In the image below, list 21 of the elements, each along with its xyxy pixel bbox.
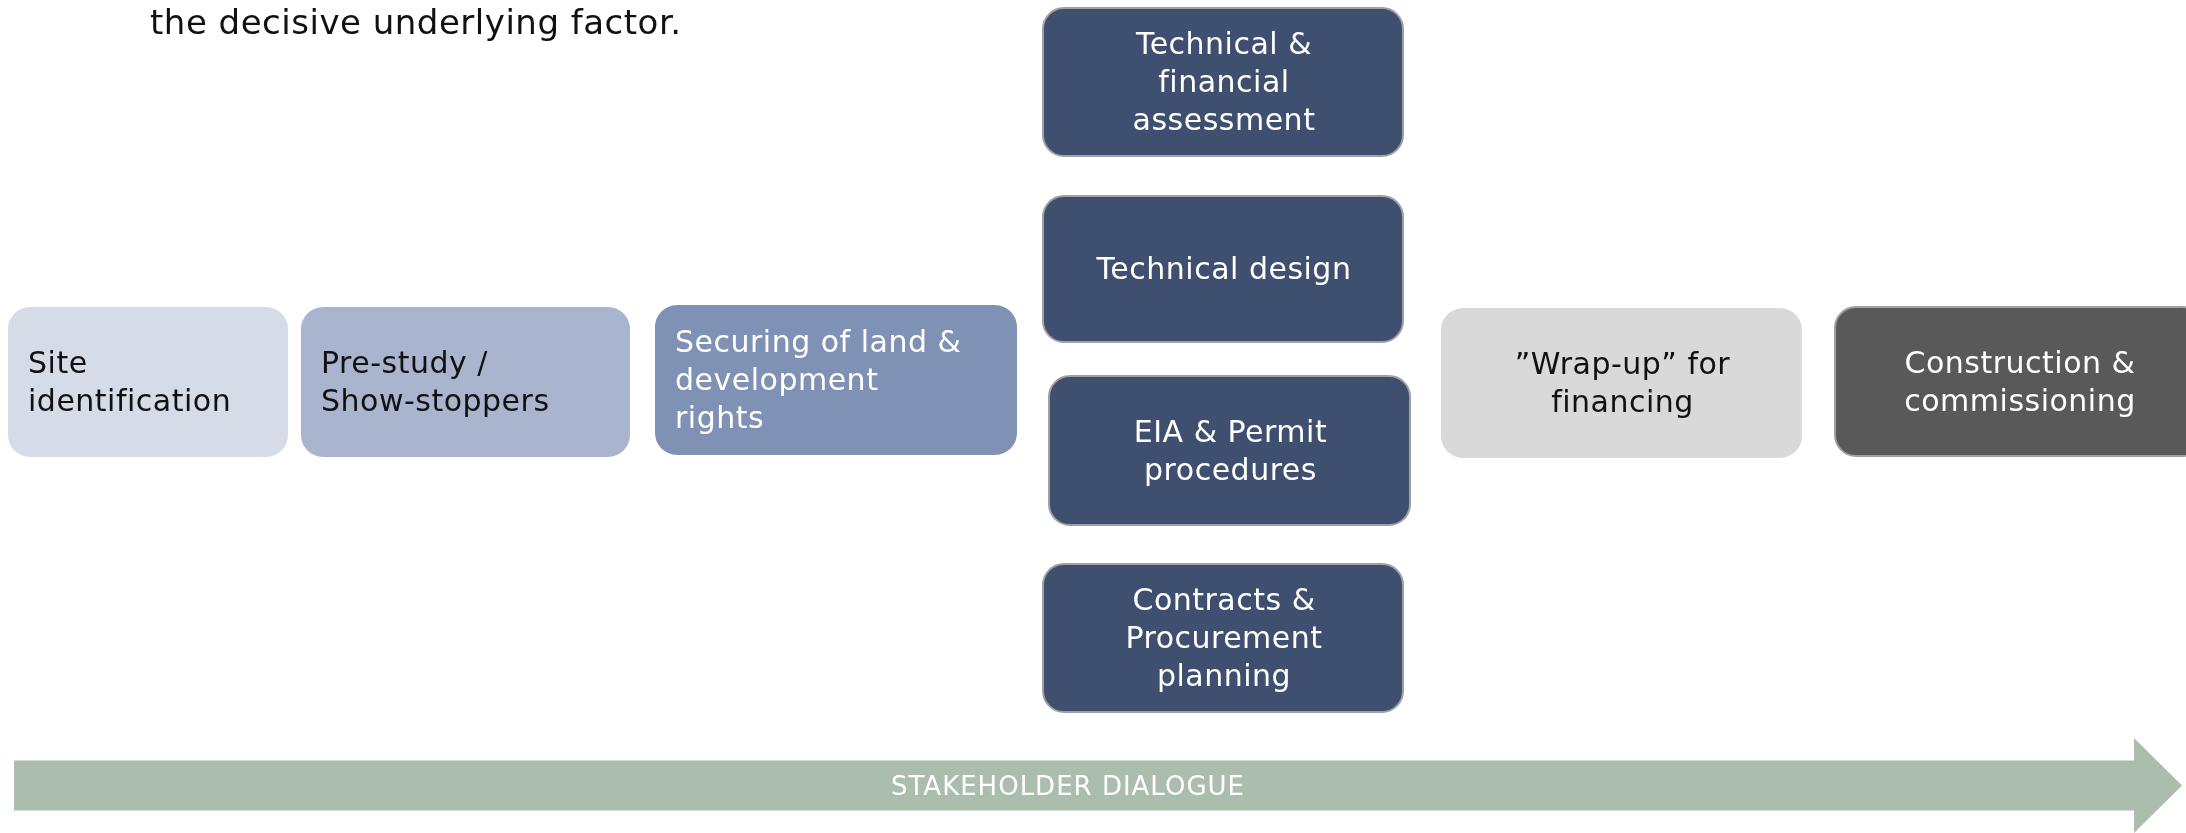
process-box	[1042, 563, 1404, 713]
process-box	[1834, 306, 2186, 457]
note-text: the decisive underlying factor.	[150, 2, 682, 42]
box-label: Contracts & Procurement planning	[1124, 581, 1324, 695]
process-box	[1042, 7, 1404, 157]
box-label: Technical & financial assessment	[1131, 25, 1317, 139]
process-box	[1048, 375, 1411, 526]
box-label: Pre-study / Show-stoppers	[321, 344, 551, 420]
box-label: Technical design	[1096, 250, 1352, 288]
box-label: Construction & commissioning	[1903, 343, 2137, 420]
box-label: EIA & Permit procedures	[1132, 412, 1329, 489]
box-label: Site identification	[28, 344, 233, 420]
stakeholder-arrow-band	[14, 738, 2182, 833]
process-box	[8, 307, 288, 457]
process-box	[1042, 195, 1404, 343]
process-box	[1441, 308, 1802, 458]
box-label: Securing of land & development rights	[675, 323, 963, 437]
box-label: ”Wrap-up” for financing	[1513, 345, 1732, 421]
band-label: STAKEHOLDER DIALOGUE	[890, 770, 1246, 803]
process-box	[655, 305, 1017, 455]
process-box	[301, 307, 630, 457]
